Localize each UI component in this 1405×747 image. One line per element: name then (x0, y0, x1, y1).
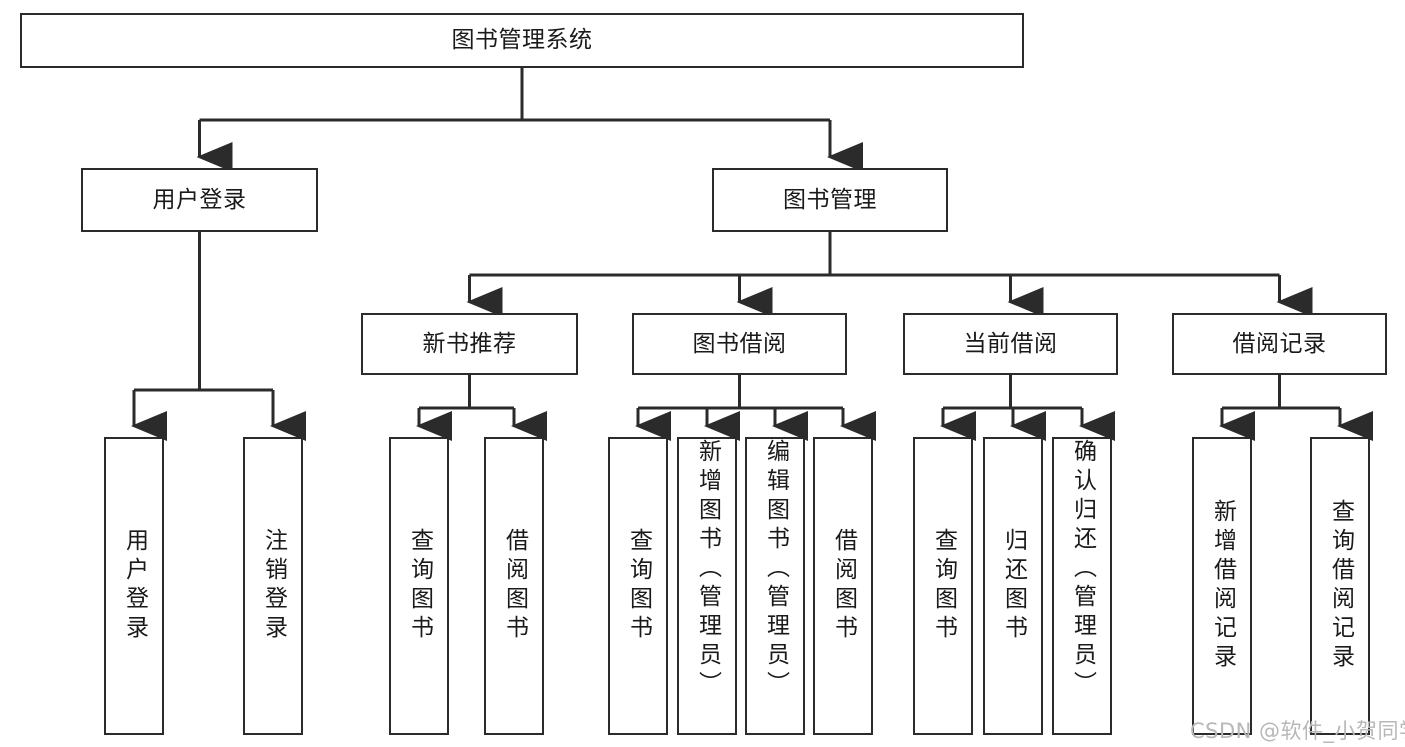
node-leaf-return-book[interactable]: 归还图书 (983, 437, 1043, 735)
node-book-manage[interactable]: 图书管理 (712, 168, 948, 232)
node-label: 用户登录 (152, 186, 247, 213)
node-label: 查询图书 (930, 528, 957, 644)
node-borrow-record[interactable]: 借阅记录 (1172, 313, 1387, 375)
node-label: 图书管理 (783, 186, 877, 213)
node-label: 归还图书 (1000, 528, 1027, 644)
node-label: 确认归还（管理员） (1069, 439, 1096, 700)
node-leaf-borrow-book-rec[interactable]: 借阅图书 (484, 437, 544, 735)
node-leaf-add-book[interactable]: 新增图书（管理员） (677, 437, 737, 735)
node-new-book-recommend[interactable]: 新书推荐 (361, 313, 578, 375)
node-leaf-add-record[interactable]: 新增借阅记录 (1192, 437, 1252, 735)
node-label: 借阅记录 (1232, 330, 1327, 357)
node-leaf-query-book-bor[interactable]: 查询图书 (608, 437, 668, 735)
node-label: 新增借阅记录 (1209, 499, 1236, 673)
node-label: 当前借阅 (963, 330, 1058, 357)
node-label: 新书推荐 (422, 330, 517, 357)
node-label: 图书借阅 (692, 330, 787, 357)
node-label: 新增图书（管理员） (694, 439, 721, 700)
node-label: 注销登录 (260, 528, 287, 644)
node-label: 查询借阅记录 (1327, 499, 1354, 673)
node-leaf-user-login[interactable]: 用户登录 (104, 437, 164, 735)
node-leaf-edit-book[interactable]: 编辑图书（管理员） (745, 437, 805, 735)
node-leaf-logout[interactable]: 注销登录 (243, 437, 303, 735)
node-leaf-query-record[interactable]: 查询借阅记录 (1310, 437, 1370, 735)
node-label: 查询图书 (625, 528, 652, 644)
node-leaf-borrow-book-bor[interactable]: 借阅图书 (813, 437, 873, 735)
node-label: 图书管理系统 (451, 27, 593, 54)
node-label: 借阅图书 (501, 528, 528, 644)
node-label: 编辑图书（管理员） (762, 439, 789, 700)
node-leaf-confirm-return[interactable]: 确认归还（管理员） (1052, 437, 1112, 735)
node-root[interactable]: 图书管理系统 (20, 13, 1024, 68)
node-book-borrow[interactable]: 图书借阅 (632, 313, 847, 375)
node-label: 查询图书 (406, 528, 433, 644)
node-label: 用户登录 (121, 528, 148, 644)
node-current-borrow[interactable]: 当前借阅 (903, 313, 1118, 375)
node-leaf-query-book-cur[interactable]: 查询图书 (913, 437, 973, 735)
node-label: 借阅图书 (830, 528, 857, 644)
node-leaf-query-book-rec[interactable]: 查询图书 (389, 437, 449, 735)
node-user-login[interactable]: 用户登录 (81, 168, 318, 232)
